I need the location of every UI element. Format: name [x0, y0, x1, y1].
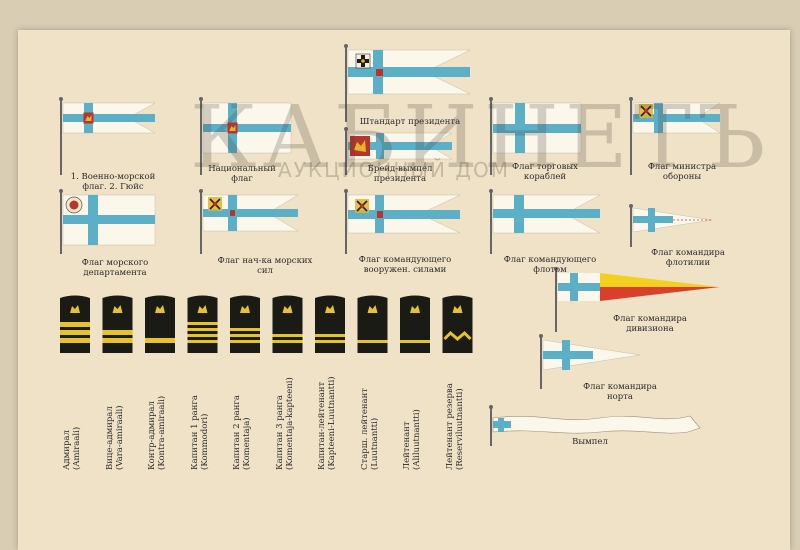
rank-caption: Капитан 1 ранга(Kommodori)	[190, 395, 210, 470]
rank-insignia-row	[60, 295, 473, 353]
rank-caption: Старш. лейтенант(Luutnantti)	[360, 388, 380, 470]
watermark-logo: КАБИНЕТЪ	[190, 88, 772, 188]
flotilla-commander-flag	[629, 204, 713, 247]
rank-name-ru: Контр-адмирал	[147, 401, 157, 470]
rank-cuff	[272, 295, 303, 353]
rank-name-ru: Капитан 3 ранга	[274, 395, 285, 470]
rank-name-fi: (Reserviluutnantti)	[454, 388, 465, 470]
merchant-ships-flag	[489, 97, 582, 175]
rank-caption: Капитан 3 ранга(Komentaja-kapteeni)	[275, 377, 295, 470]
rank-name-fi: (Komentaja)	[242, 417, 252, 470]
rank-cuff	[230, 295, 260, 353]
rank-cuff	[102, 295, 133, 353]
watermark-subtitle: АУКЦИОННЫЙ ДОМ	[278, 158, 510, 182]
rank-caption: Вице-адмирал(Vara-amiraali)	[105, 405, 125, 470]
rank-name-fi: (Amiraali)	[72, 426, 82, 470]
naval-department-flag	[59, 189, 156, 254]
rank-cuff	[145, 295, 175, 353]
rank-caption: Капитан-лейтенант(Kapteeni-Luutnantti)	[317, 376, 337, 470]
rank-cuff	[442, 295, 473, 353]
flags-and-insignia-plate	[59, 44, 721, 446]
rank-name-fi: (Kapteeni-Luutnantti)	[327, 376, 337, 470]
rank-cuff	[315, 295, 345, 353]
rank-caption: Лейтенант резерва(Reserviluutnantti)	[445, 383, 465, 470]
rank-name-fi: (Vara-amiraali)	[114, 405, 125, 470]
division-commander-pennant	[554, 267, 720, 332]
rank-name-fi: (Aliluutnantti)	[412, 409, 422, 470]
rank-cuff	[187, 295, 218, 353]
commission-pennant	[489, 405, 701, 446]
rank-name-ru: Капитан-лейтенант	[317, 381, 327, 470]
fleet-commander-flag	[489, 189, 601, 254]
rank-name-ru: Капитан 1 ранга	[189, 395, 200, 470]
group-commander-pennant	[539, 334, 641, 389]
presidential-broad-pennant	[344, 127, 453, 175]
rank-name-ru: Вице-адмирал	[104, 406, 115, 470]
rank-name-fi: (Kontra-amiraali)	[157, 395, 167, 470]
rank-name-ru: Лейтенант	[402, 421, 412, 470]
rank-cuff	[400, 295, 430, 353]
rank-caption: Лейтенант(Aliluutnantti)	[402, 409, 422, 470]
flag-caption-commission-pennant: Вымпел	[572, 437, 608, 447]
rank-caption: Контр-адмирал(Kontra-amiraali)	[147, 396, 167, 470]
rank-name-ru: Лейтенант резерва	[444, 383, 455, 470]
rank-cuff	[357, 295, 388, 353]
rank-name-ru: Адмирал	[62, 430, 72, 470]
rank-name-ru: Старш. лейтенант	[359, 388, 370, 470]
presidential-standard-flag	[344, 44, 471, 122]
naval-ensign-flag	[59, 97, 156, 175]
rank-name-fi: (Luutnantti)	[369, 417, 380, 470]
rank-name-ru: Капитан 2 ранга	[232, 395, 242, 470]
rank-caption: Капитан 2 ранга(Komentaja)	[232, 395, 252, 470]
rank-cuff	[60, 295, 90, 353]
rank-caption: Адмирал(Amiraali)	[62, 427, 82, 470]
defence-minister-flag	[629, 97, 721, 175]
flag-caption-presidential-standard: Штандарт президента	[359, 117, 461, 127]
rank-name-fi: (Komentaja-kapteeni)	[284, 377, 295, 470]
national-flag	[199, 97, 292, 175]
armed-forces-commander-flag	[344, 189, 461, 254]
rank-name-fi: (Kommodori)	[199, 413, 210, 470]
naval-forces-chief-flag	[199, 189, 299, 254]
